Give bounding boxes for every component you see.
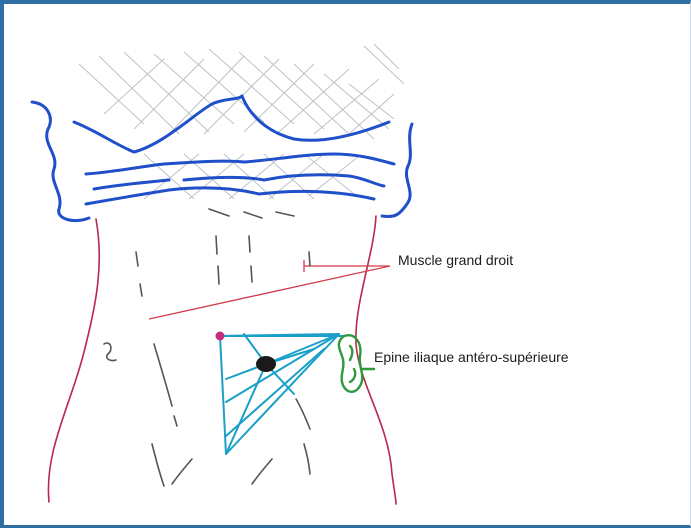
rectus-abdominis-marks [104,209,310,486]
muscle-leader [149,260,390,319]
projection-triangle [220,334,344,454]
abdomen-drawing [4,4,691,528]
reference-point-dot [216,332,225,341]
label-epine-iliaque: Epine iliaque antéro-supérieure [374,349,569,365]
rib-cage [32,96,412,221]
label-muscle-grand-droit: Muscle grand droit [398,252,513,268]
umbilicus-dot [256,356,276,372]
